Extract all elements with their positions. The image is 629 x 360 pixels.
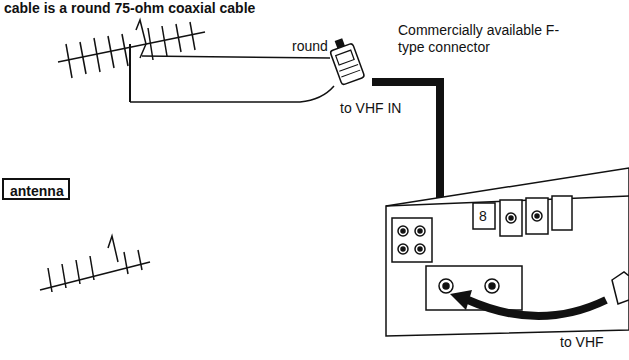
yagi-antenna [58, 20, 205, 102]
heading-text: cable is a round 75-ohm coaxial cable [4, 0, 255, 17]
f-type-connector [327, 36, 365, 86]
section-heading: antenna [10, 183, 64, 199]
output-arrow [450, 272, 629, 316]
connection-label: to VHF [560, 334, 604, 351]
connection-label: to VHF IN [340, 100, 401, 117]
section-heading-box: antenna [2, 178, 70, 200]
connector-note: Commercially available F-type connector [398, 22, 568, 56]
display-digit: 8 [479, 208, 487, 225]
cable-label: round [292, 38, 328, 55]
video-recorder [386, 168, 629, 336]
coaxial-cable [130, 56, 334, 102]
second-antenna [40, 236, 150, 292]
